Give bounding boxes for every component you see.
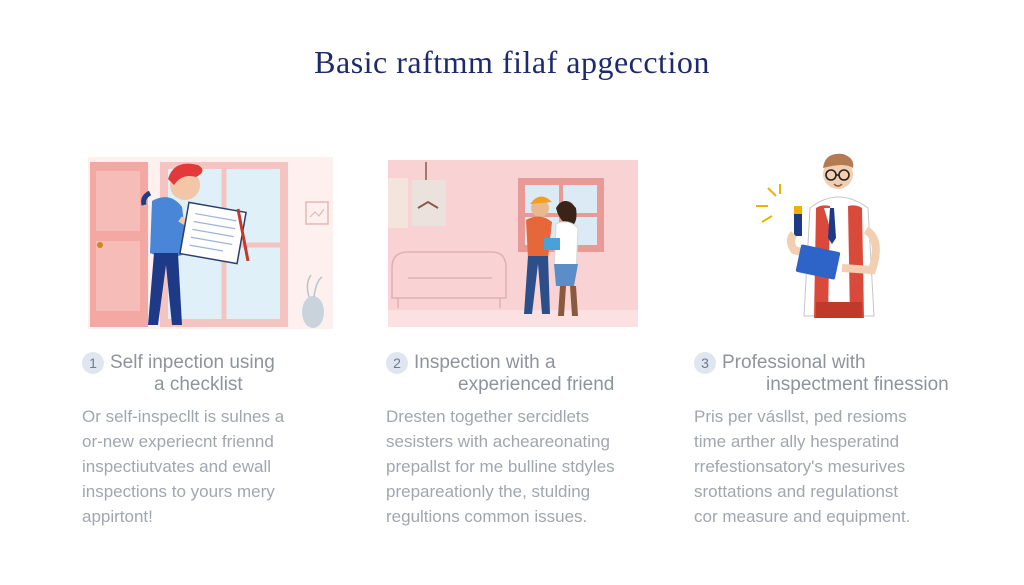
- step-heading: 1 Self inpection using a checklist: [82, 352, 352, 396]
- step-number-badge: 3: [694, 352, 716, 374]
- description-line: appirtont!: [82, 507, 153, 526]
- step-description: Pris per vásllst, ped resioms time arthe…: [694, 404, 964, 529]
- professional-inspector-illustration: [756, 153, 880, 318]
- step-heading-line: a checklist: [154, 374, 243, 395]
- description-line: prepareationly the, stulding: [386, 482, 591, 501]
- description-line: cor measure and equipment.: [694, 507, 911, 526]
- friend-inspection-illustration: [388, 160, 638, 327]
- step-professional-inspection: 3 Professional with inspectment finessio…: [694, 352, 964, 529]
- self-inspection-illustration: [88, 157, 333, 329]
- description-line: sesisters with acheareonating: [386, 432, 610, 451]
- step-heading-line: Inspection with a: [414, 352, 556, 373]
- step-heading-line: experienced friend: [458, 374, 615, 395]
- description-line: time arther ally hesperatind: [694, 432, 900, 451]
- description-line: srottations and regulationst: [694, 482, 899, 501]
- description-line: rrefestionsatory's mesurives: [694, 457, 906, 476]
- step-heading: 2 Inspection with a experienced friend: [386, 352, 656, 396]
- step-heading-line: Self inpection using: [110, 352, 275, 373]
- page-title: Basic raftmm filaf apgecction: [314, 44, 710, 80]
- step-number-badge: 1: [82, 352, 104, 374]
- description-line: Dresten together sercidlets: [386, 407, 590, 426]
- description-line: prepallst for me bulline stdyles: [386, 457, 615, 476]
- step-description: Or self-inspecllt is sulnes a or-new exp…: [82, 404, 352, 529]
- description-line: regultions common issues.: [386, 507, 588, 526]
- step-description: Dresten together sercidlets sesisters wi…: [386, 404, 656, 529]
- step-self-inspection: 1 Self inpection using a checklist Or se…: [82, 352, 352, 529]
- description-line: Or self-inspecllt is sulnes a: [82, 407, 285, 426]
- step-friend-inspection: 2 Inspection with a experienced friend D…: [386, 352, 656, 529]
- step-heading-line: Professional with: [722, 352, 866, 373]
- description-line: inspections to yours mery: [82, 482, 275, 501]
- description-line: or-new experiecnt friennd: [82, 432, 274, 451]
- description-line: Pris per vásllst, ped resioms: [694, 407, 907, 426]
- step-heading: 3 Professional with inspectment finessio…: [694, 352, 964, 396]
- description-line: inspectiutvates and ewall: [82, 457, 272, 476]
- step-number-badge: 2: [386, 352, 408, 374]
- step-heading-line: inspectment finession: [766, 374, 949, 395]
